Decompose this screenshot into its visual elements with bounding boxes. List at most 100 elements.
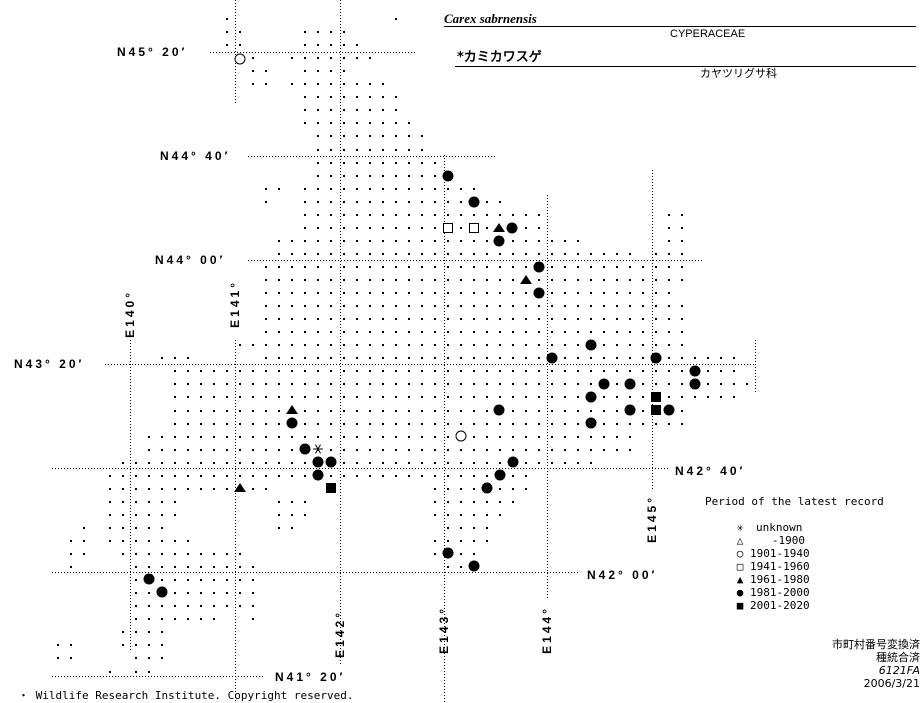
mesh-dot: [421, 266, 423, 268]
mesh-dot: [135, 657, 137, 659]
mesh-dot: [707, 357, 709, 359]
mesh-dot: [382, 96, 384, 98]
mesh-dot: [616, 383, 618, 385]
mesh-dot: [278, 423, 280, 425]
mesh-dot: [434, 462, 436, 464]
mesh-dot: [538, 383, 540, 385]
mesh-dot: [369, 449, 371, 451]
mesh-dot: [239, 44, 241, 46]
mesh-dot: [382, 188, 384, 190]
mesh-dot: [668, 240, 670, 242]
mesh-dot: [460, 396, 462, 398]
mesh-dot: [330, 122, 332, 124]
mesh-dot: [460, 201, 462, 203]
mesh-dot: [265, 344, 267, 346]
lat-label-44-00: N44° 00′: [155, 253, 226, 267]
mesh-dot: [629, 357, 631, 359]
mesh-dot: [525, 292, 527, 294]
mesh-dot: [174, 370, 176, 372]
mesh-dot: [395, 175, 397, 177]
mesh-dot: [278, 318, 280, 320]
mesh-dot: [304, 31, 306, 33]
mesh-dot: [148, 592, 150, 594]
mesh-dot: [174, 396, 176, 398]
mesh-dot: [356, 331, 358, 333]
mesh-dot: [304, 357, 306, 359]
mesh-dot: [551, 370, 553, 372]
mesh-dot: [408, 410, 410, 412]
mesh-dot: [525, 436, 527, 438]
mesh-dot: [421, 423, 423, 425]
mesh-dot: [473, 344, 475, 346]
mesh-dot: [252, 383, 254, 385]
mesh-dot: [356, 383, 358, 385]
record-1981-2000: [493, 404, 505, 416]
mesh-dot: [317, 44, 319, 46]
mesh-dot: [213, 579, 215, 581]
mesh-dot: [447, 501, 449, 503]
mesh-dot: [122, 514, 124, 516]
mesh-dot: [382, 240, 384, 242]
mesh-dot: [356, 266, 358, 268]
mesh-dot: [174, 501, 176, 503]
mesh-dot: [343, 449, 345, 451]
mesh-dot: [499, 292, 501, 294]
record-1981-2000: [624, 404, 636, 416]
mesh-dot: [590, 279, 592, 281]
mesh-dot: [577, 383, 579, 385]
mesh-dot: [551, 396, 553, 398]
mesh-dot: [239, 462, 241, 464]
mesh-dot: [447, 279, 449, 281]
record-2001-2020: [651, 405, 661, 415]
mesh-dot: [317, 370, 319, 372]
lon-label-145: E145°: [645, 495, 659, 543]
mesh-dot: [668, 253, 670, 255]
mesh-dot: [369, 462, 371, 464]
mesh-dot: [577, 305, 579, 307]
mesh-dot: [681, 370, 683, 372]
mesh-dot: [681, 279, 683, 281]
mesh-dot: [473, 266, 475, 268]
mesh-dot: [460, 214, 462, 216]
mesh-dot: [122, 488, 124, 490]
mesh-dot: [408, 383, 410, 385]
mesh-dot: [369, 279, 371, 281]
mesh-dot: [291, 305, 293, 307]
mesh-dot: [486, 240, 488, 242]
mesh-dot: [421, 331, 423, 333]
mesh-dot: [187, 449, 189, 451]
mesh-dot: [668, 423, 670, 425]
mesh-dot: [707, 383, 709, 385]
mesh-dot: [434, 253, 436, 255]
mesh-dot: [395, 188, 397, 190]
mesh-dot: [655, 253, 657, 255]
mesh-dot: [564, 410, 566, 412]
mesh-dot: [395, 344, 397, 346]
mesh-dot: [486, 344, 488, 346]
mesh-dot: [356, 253, 358, 255]
mesh-dot: [356, 423, 358, 425]
mesh-dot: [213, 383, 215, 385]
record-1981-2000: [585, 391, 597, 403]
mesh-dot: [395, 96, 397, 98]
mesh-dot: [187, 592, 189, 594]
mesh-dot: [291, 475, 293, 477]
mesh-dot: [304, 423, 306, 425]
mesh-dot: [499, 383, 501, 385]
mesh-dot: [200, 618, 202, 620]
mesh-dot: [356, 44, 358, 46]
record-1981-2000: [494, 469, 506, 481]
mesh-dot: [330, 279, 332, 281]
lat-label-43-20: N43° 20′: [14, 357, 85, 371]
mesh-dot: [642, 266, 644, 268]
mesh-dot: [681, 383, 683, 385]
mesh-dot: [434, 357, 436, 359]
mesh-dot: [330, 318, 332, 320]
mesh-dot: [629, 253, 631, 255]
mesh-dot: [174, 449, 176, 451]
mesh-dot: [304, 188, 306, 190]
mesh-dot: [304, 44, 306, 46]
mesh-dot: [447, 318, 449, 320]
mesh-dot: [304, 396, 306, 398]
mesh-dot: [161, 644, 163, 646]
